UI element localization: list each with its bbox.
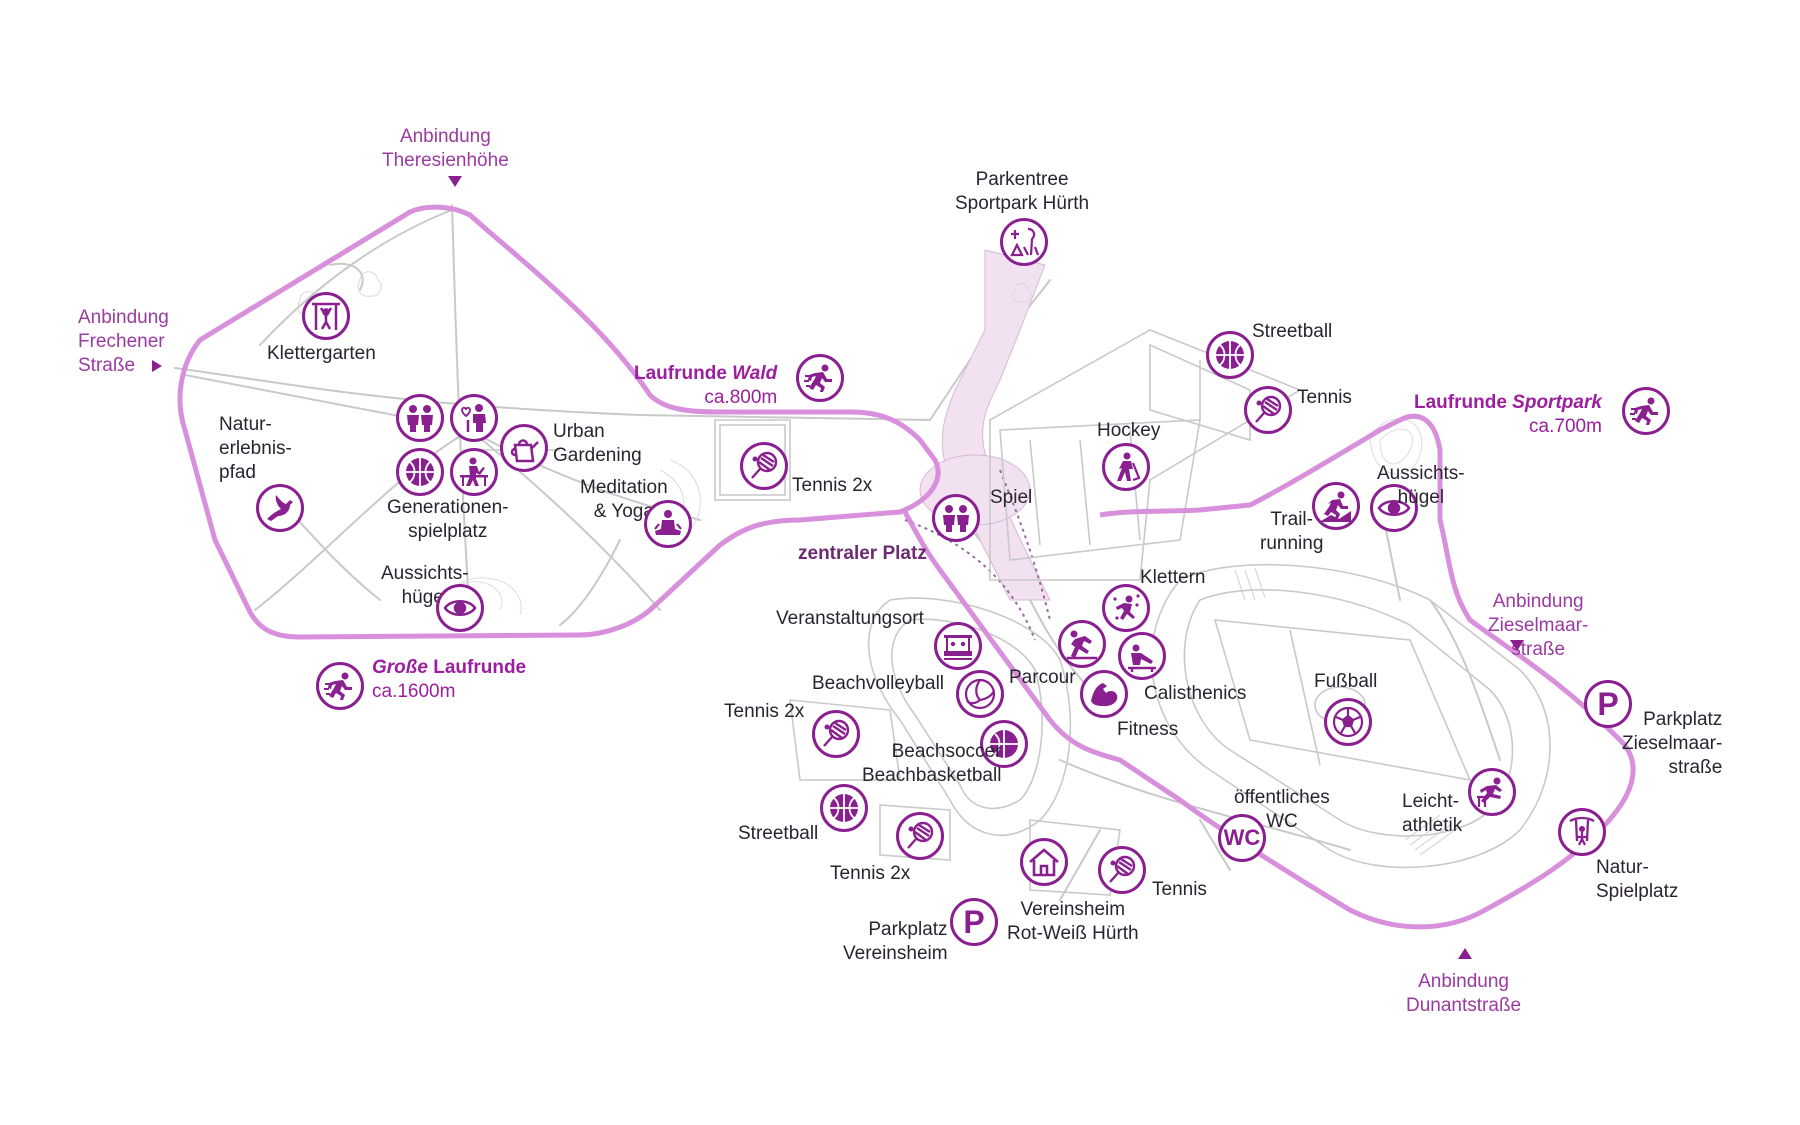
parking-vereinsheim-icon-text: P	[963, 903, 985, 940]
connection-frechener: Anbindung Frechener Straße	[78, 307, 169, 376]
connection-dunant: Anbindung Dunantstraße	[1406, 971, 1522, 1016]
label-fussball: Fußball	[1314, 671, 1378, 692]
arrow-up-icon	[1458, 948, 1472, 959]
label-naturerlebnispfad: Natur- erlebnis- pfad	[219, 414, 292, 483]
hurdles-icon	[1468, 768, 1516, 816]
label-naturspielplatz: Natur- Spielplatz	[1596, 857, 1679, 902]
eye-icon	[436, 584, 484, 632]
label-vereinsheim: Vereinsheim Rot-Weiß Hürth	[1007, 899, 1139, 944]
tennis-north-icon	[1244, 386, 1292, 434]
parcour-icon	[1058, 620, 1106, 668]
label-parkplatz-vereinsheim: Parkplatz Vereinsheim	[843, 919, 948, 964]
stadium-stripes	[1234, 567, 1456, 856]
fitness-muscle-icon	[1080, 670, 1128, 718]
label-tennis-north: Tennis	[1297, 387, 1352, 408]
label-trailrunning: Trail- running	[1260, 509, 1324, 554]
north-fields	[989, 329, 1302, 581]
wc-icon-text: WC	[1223, 825, 1261, 850]
label-tennis-south: Tennis	[1152, 879, 1207, 900]
yoga-icon	[644, 500, 692, 548]
label-zentraler-platz: zentraler Platz	[798, 543, 927, 564]
wc-icon: WC	[1218, 814, 1266, 862]
tennis-bottom-icon	[896, 812, 944, 860]
route-wald-name: Wald	[732, 363, 778, 384]
route-gross-runner-icon	[316, 662, 364, 710]
label-streetball-south: Streetball	[738, 823, 819, 844]
calisthenics-icon	[1118, 632, 1166, 680]
beachsoccer-icon	[980, 720, 1028, 768]
arrow-right-icon	[152, 360, 162, 372]
basketball-icon	[396, 448, 444, 496]
hockey-icon	[1102, 443, 1150, 491]
clubhouse-icon	[1020, 838, 1068, 886]
label-streetball-north: Streetball	[1252, 321, 1333, 342]
swing-icon	[1558, 808, 1606, 856]
label-parkentree: Parkentree Sportpark Hürth	[955, 169, 1090, 214]
route-sportpark-label: Laufrunde Sportpark ca.700m	[1414, 391, 1602, 439]
label-meditation: Meditation & Yoga	[580, 477, 668, 522]
trees	[297, 271, 1032, 317]
arrow-down-icon	[1510, 640, 1524, 651]
tennis-icon	[740, 442, 788, 490]
route-gross-name: Große	[372, 657, 428, 678]
parking-vereinsheim-icon: P	[950, 898, 998, 946]
label-parcour: Parcour	[1009, 667, 1076, 688]
route-gross-distance: ca.1600m	[372, 681, 456, 702]
route-wald-runner-icon	[796, 354, 844, 402]
label-klettergarten: Klettergarten	[267, 343, 376, 364]
label-klettern: Klettern	[1140, 567, 1206, 588]
route-wald-prefix: Laufrunde	[634, 363, 733, 384]
label-urban-gardening: Urban Gardening	[553, 421, 642, 466]
stage-icon	[934, 622, 982, 670]
label-oeffentliches-wc: öffentliches WC	[1234, 787, 1330, 832]
route-sportpark-runner-icon	[1622, 387, 1670, 435]
arrow-down-icon	[448, 176, 462, 187]
seniors-icon	[450, 394, 498, 442]
climbing-icon	[1102, 584, 1150, 632]
streetball-south-icon	[820, 784, 868, 832]
eye-east-icon	[1370, 484, 1418, 532]
parking-zieselmaar-icon: P	[1584, 680, 1632, 728]
connection-zieselmaar: Anbindung Zieselmaar- straße	[1488, 591, 1589, 660]
route-gross-label: Große Laufrunde ca.1600m	[372, 656, 526, 704]
running-route	[177, 204, 1636, 930]
volleyball-icon	[956, 670, 1004, 718]
label-tennis-2x-left: Tennis 2x	[724, 701, 805, 722]
route-sportpark-name: Sportpark	[1512, 392, 1602, 413]
label-fitness: Fitness	[1117, 719, 1179, 740]
watering-can-icon	[500, 424, 548, 472]
route-sportpark-distance: ca.700m	[1529, 416, 1602, 437]
parkentree-icon	[1000, 218, 1048, 266]
trailrunning-icon	[1312, 482, 1360, 530]
label-beachsoccer: Beachsoccer Beachbasketball	[862, 741, 1002, 786]
bird-icon	[256, 484, 304, 532]
children-icon	[396, 394, 444, 442]
parking-zieselmaar-icon-text: P	[1597, 685, 1619, 722]
label-beachvolleyball: Beachvolleyball	[812, 673, 945, 694]
connection-theresienhoehe: Anbindung Theresienhöhe	[382, 126, 509, 171]
label-calisthenics: Calisthenics	[1144, 683, 1247, 704]
playground-children-icon	[932, 494, 980, 542]
label-veranstaltungsort: Veranstaltungsort	[776, 608, 924, 629]
label-spiel: Spiel	[990, 487, 1033, 508]
label-hockey: Hockey	[1097, 420, 1161, 441]
label-aussichtshuegel-east: Aussichts- hügel	[1377, 463, 1465, 508]
table-tennis-icon	[450, 448, 498, 496]
label-tennis-2x-bottom: Tennis 2x	[830, 863, 911, 884]
route-gross-suffix: Laufrunde	[427, 657, 527, 678]
route-wald-label: Laufrunde Wald ca.800m	[634, 362, 777, 410]
label-tennis-2x-center: Tennis 2x	[792, 475, 873, 496]
label-generationenspielplatz: Generationen- spielplatz	[387, 497, 509, 542]
route-sportpark-prefix: Laufrunde	[1414, 392, 1513, 413]
tennis-south-icon	[1098, 846, 1146, 894]
route-wald-distance: ca.800m	[704, 387, 778, 408]
streetball-north-icon	[1206, 331, 1254, 379]
label-leichtathletik: Leicht- athletik	[1402, 791, 1463, 836]
football-icon	[1324, 698, 1372, 746]
label-parkplatz-zieselmaar: Parkplatz Zieselmaar- straße	[1622, 709, 1723, 778]
tennis-left-icon	[812, 710, 860, 758]
climbing-garden-icon	[302, 292, 350, 340]
